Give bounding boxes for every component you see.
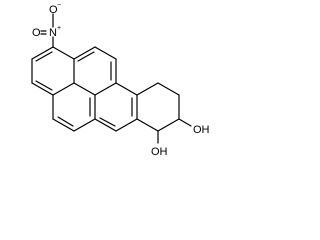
bond-a3-double [35, 80, 53, 91]
ring-b [73, 46, 117, 96]
bond-b1-double [77, 51, 95, 62]
ring-e: OH OH [136, 82, 210, 158]
bond-d4 [115, 82, 138, 96]
nitro-nitrogen-label: N [49, 27, 57, 39]
bond-e5 [136, 118, 159, 132]
nitro-oxygen-charge: − [57, 2, 61, 9]
nitro-oxygen-top-label: O [49, 4, 58, 16]
bond-d2 [115, 118, 138, 132]
bond-e1 [136, 82, 159, 96]
ring-d [94, 82, 138, 132]
bond-a1 [31, 46, 54, 60]
bond-d1 [94, 118, 117, 132]
ring-a [31, 46, 75, 96]
bond-c2 [52, 118, 75, 132]
bond-oh-upper [178, 118, 192, 127]
bond-b4 [94, 82, 117, 96]
ring-c [52, 94, 96, 132]
nitro-tetrahydrobenzopyrene-diol-structure: O − N + O [31, 2, 210, 158]
bond-c2-double [57, 116, 74, 127]
bond-e4 [157, 118, 180, 132]
bond-a3 [31, 82, 54, 96]
bond-b5 [73, 82, 96, 96]
nitro-group: O − N + O [32, 2, 61, 48]
bond-a4 [52, 82, 75, 96]
hydroxyl-lower-label: OH [151, 146, 168, 158]
bond-e2 [157, 82, 180, 96]
bond-c3 [73, 118, 96, 132]
hydroxyl-upper-label: OH [193, 124, 210, 136]
bond-b2 [94, 46, 117, 60]
bond-a1-double [35, 51, 53, 62]
bond-d1-double [99, 117, 116, 127]
nitro-oxygen-side-label: O [32, 27, 41, 39]
nitro-nitrogen-charge: + [57, 25, 61, 32]
bond-b1 [73, 46, 96, 60]
bond-a6 [52, 46, 75, 60]
